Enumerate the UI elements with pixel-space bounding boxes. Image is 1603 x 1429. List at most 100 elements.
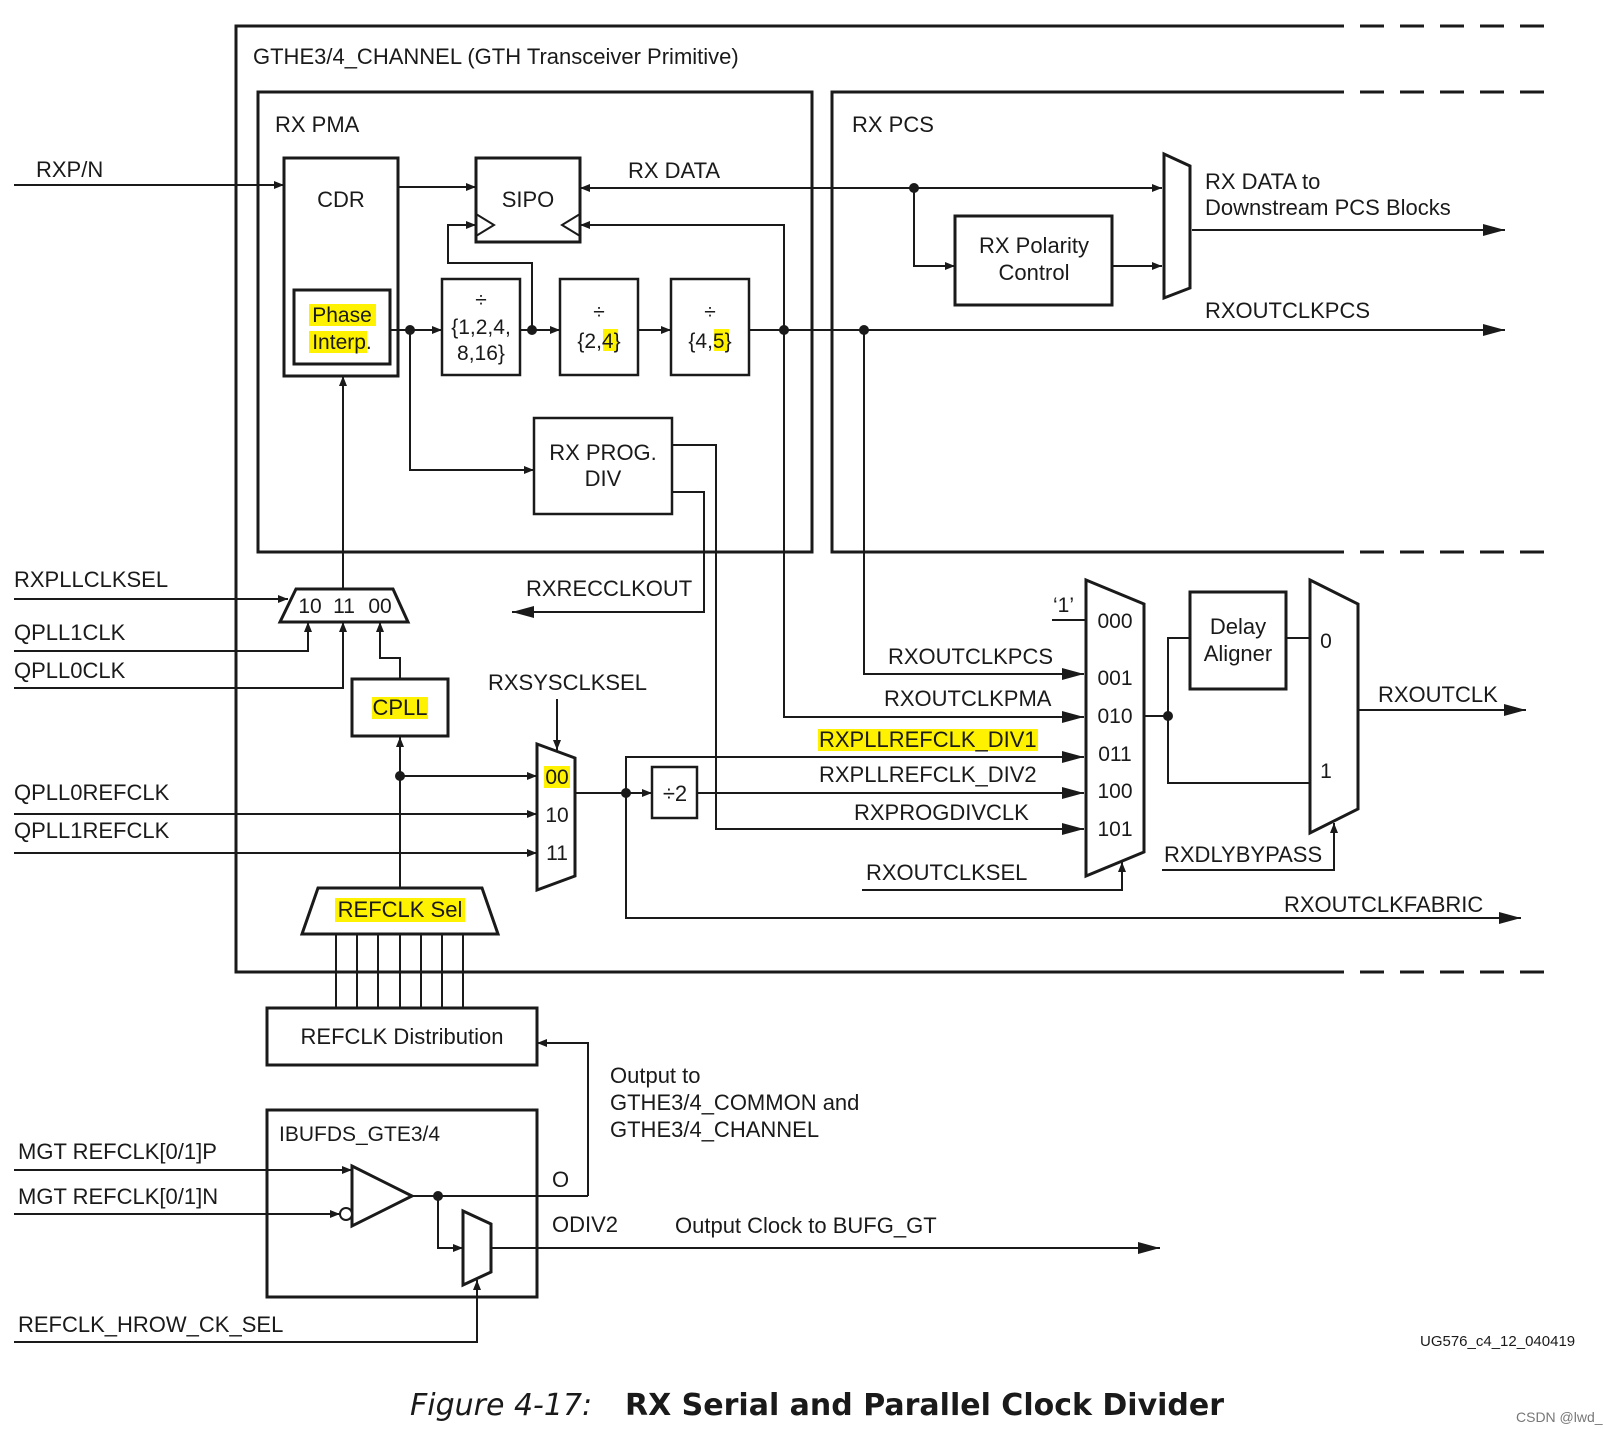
phase-interp-label-1: Phase — [312, 304, 372, 327]
divider-1-block — [440, 277, 522, 377]
rx-pma-box — [256, 90, 814, 554]
ibufds-o-label: O — [552, 1167, 569, 1192]
figure-id: UG576_c4_12_040419 — [1420, 1333, 1575, 1350]
pll-clock-mux — [277, 587, 411, 624]
rx-prog-div-label-2: DIV — [585, 466, 622, 491]
channel-title: GTHE3/4_CHANNEL (GTH Transceiver Primiti… — [253, 44, 739, 69]
sipo-label: SIPO — [502, 187, 555, 212]
rx-data-mux — [1162, 151, 1192, 301]
divider-3-sym: ÷ — [704, 301, 716, 324]
sys-mux-11: 11 — [546, 842, 568, 865]
pll-wiring — [14, 376, 401, 689]
output-to-label-3: GTHE3/4_CHANNEL — [610, 1117, 819, 1142]
output-wiring — [1144, 637, 1526, 871]
output-to-label-2: GTHE3/4_COMMON and — [610, 1090, 859, 1115]
refclk-distribution-label: REFCLK Distribution — [301, 1024, 504, 1049]
rx-data-downstream-1: RX DATA to — [1205, 169, 1320, 194]
svg-text:010: 010 — [1097, 705, 1132, 728]
rxoutclksel-label: RXOUTCLKSEL — [866, 860, 1027, 885]
svg-text:101: 101 — [1097, 818, 1132, 841]
ibufds-invert-bubble — [339, 1207, 353, 1221]
div-by-2-block — [650, 765, 699, 820]
sig-rxpllrefclk-div2: RXPLLREFCLK_DIV2 — [819, 762, 1037, 787]
ibufds-wiring — [14, 1039, 1160, 1343]
svg-text:001: 001 — [1097, 667, 1132, 690]
dly-mux-1: 1 — [1320, 760, 1332, 783]
rxoutclksel-wire — [862, 862, 1126, 891]
rxoutclk-select-mux — [1084, 577, 1146, 879]
sysclk-wiring — [14, 699, 1521, 924]
channel-outer-box — [234, 24, 1550, 974]
pll-mux-in-10: 10 — [298, 595, 321, 618]
phase-interp-label-2: Interp. — [312, 331, 372, 354]
refclk-sel-label: REFCLK Sel — [338, 897, 463, 922]
rx-data-downstream-2: Downstream PCS Blocks — [1205, 195, 1451, 220]
svg-text:000: 000 — [1097, 610, 1132, 633]
rxoutclk-label: RXOUTCLK — [1378, 682, 1498, 707]
cpll-block — [350, 677, 450, 738]
rx-data-label: RX DATA — [628, 158, 720, 183]
watermark: CSDN @lwd_up — [1516, 1409, 1603, 1425]
sig-rxoutclkpcs: RXOUTCLKPCS — [888, 644, 1053, 669]
pll-mux-in-11: 11 — [333, 595, 355, 618]
ibufds-title: IBUFDS_GTE3/4 — [279, 1123, 440, 1146]
rxdlybypass-label: RXDLYBYPASS — [1164, 842, 1322, 867]
divider-3-block — [669, 277, 751, 377]
rx-polarity-block — [953, 214, 1114, 307]
rxpllclksel-label: RXPLLCLKSEL — [14, 567, 168, 592]
svg-text:011: 011 — [1098, 743, 1131, 766]
delay-aligner-block — [1188, 590, 1288, 691]
cpll-label: CPLL — [372, 695, 427, 720]
sys-mux-10: 10 — [545, 804, 568, 827]
rx-prog-div-block — [532, 416, 674, 516]
divider-2-sym: ÷ — [593, 301, 605, 324]
caption-number: Figure 4-17: — [410, 1388, 592, 1423]
rx-prog-div-label-1: RX PROG. — [549, 440, 657, 465]
rxrecclkout-label: RXRECCLKOUT — [526, 576, 692, 601]
odiv2-label: ODIV2 — [552, 1212, 618, 1237]
refclk-bus — [335, 934, 464, 1008]
rx-polarity-label-2: Control — [999, 260, 1070, 285]
refclk-p-label: MGT REFCLK[0/1]P — [18, 1139, 217, 1164]
qpll1clk-label: QPLL1CLK — [14, 620, 126, 645]
divider-3-vals: {4,5} — [688, 330, 731, 353]
const-one-label: ‘1’ — [1053, 594, 1074, 617]
refclk-n-label: MGT REFCLK[0/1]N — [18, 1184, 218, 1209]
output-to-label-1: Output to — [610, 1063, 701, 1088]
divider-1-line2: 8,16} — [457, 342, 505, 365]
qpll0clk-label: QPLL0CLK — [14, 658, 126, 683]
rxpn-label: RXP/N — [36, 157, 103, 182]
divider-2-vals: {2,4} — [577, 330, 620, 353]
delay-bypass-mux — [1308, 577, 1360, 836]
div-by-2-label: ÷2 — [663, 781, 687, 806]
rx-pcs-label: RX PCS — [852, 112, 934, 137]
hrow-sel-label: REFCLK_HROW_CK_SEL — [18, 1312, 283, 1337]
svg-text:100: 100 — [1097, 780, 1132, 803]
out-mux-codes: 000 001 010 011 100 101 — [1097, 610, 1132, 841]
rxoutclkfabric-label: RXOUTCLKFABRIC — [1284, 892, 1483, 917]
ibufds-block — [265, 1108, 539, 1299]
rx-pcs-box — [830, 90, 1550, 554]
sys-mux-00: 00 — [545, 766, 568, 789]
bufg-label: Output Clock to BUFG_GT — [675, 1213, 937, 1238]
divider-1-sym: ÷ — [475, 289, 487, 312]
dly-mux-0: 0 — [1320, 630, 1332, 653]
divider-1-line1: {1,2,4, — [451, 316, 511, 339]
rx-pma-label: RX PMA — [275, 112, 360, 137]
qpll0refclk-label: QPLL0REFCLK — [14, 780, 170, 805]
odiv2-mux — [461, 1208, 493, 1288]
rx-polarity-label-1: RX Polarity — [979, 233, 1089, 258]
cdr-label: CDR — [317, 187, 365, 212]
pma-wiring — [14, 181, 1505, 835]
delay-aligner-label-2: Aligner — [1204, 641, 1272, 666]
divider-2-block — [558, 277, 640, 377]
rxoutclkpcs-top-label: RXOUTCLKPCS — [1205, 298, 1370, 323]
sipo-block — [474, 156, 582, 244]
rxsysclksel-label: RXSYSCLKSEL — [488, 670, 647, 695]
sig-rxpllrefclk-div1: RXPLLREFCLK_DIV1 — [819, 727, 1037, 752]
refclk-distribution-block — [265, 1006, 539, 1067]
rx-data-path — [580, 183, 1505, 270]
delay-aligner-label-1: Delay — [1210, 614, 1266, 639]
caption-title: RX Serial and Parallel Clock Divider — [625, 1388, 1224, 1423]
qpll1refclk-label: QPLL1REFCLK — [14, 818, 170, 843]
